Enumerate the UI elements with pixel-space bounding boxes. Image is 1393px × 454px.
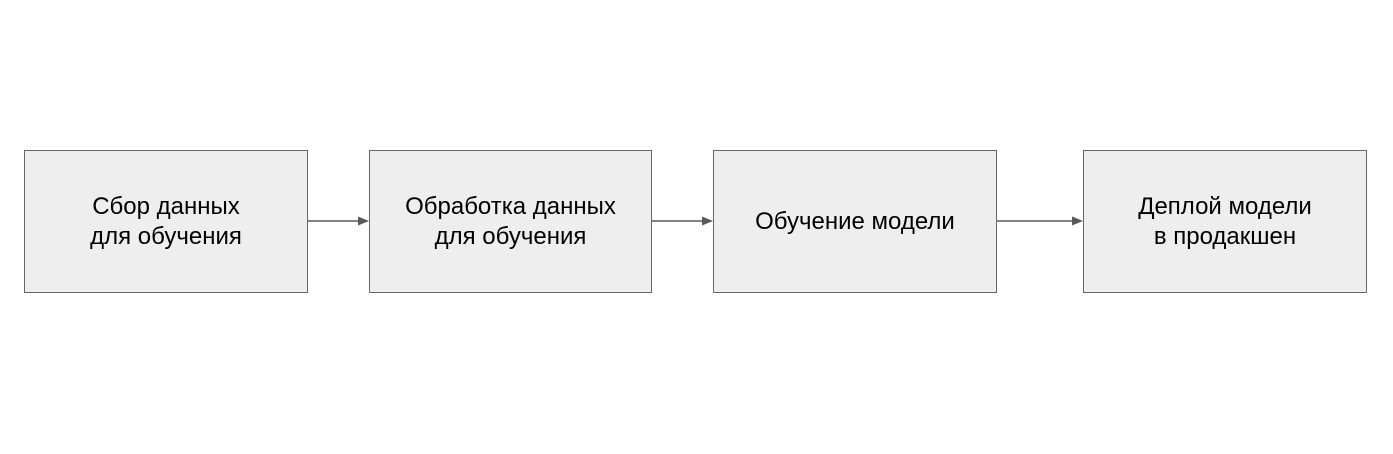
flow-node-model-training: Обучение модели: [713, 150, 997, 293]
flow-node-data-processing: Обработка данных для обучения: [369, 150, 652, 293]
flow-node-model-deployment: Деплой модели в продакшен: [1083, 150, 1367, 293]
flow-arrow-icon: [997, 216, 1083, 226]
flow-node-data-collection: Сбор данных для обучения: [24, 150, 308, 293]
flow-arrow-icon: [308, 216, 369, 226]
flow-arrow-icon: [652, 216, 713, 226]
